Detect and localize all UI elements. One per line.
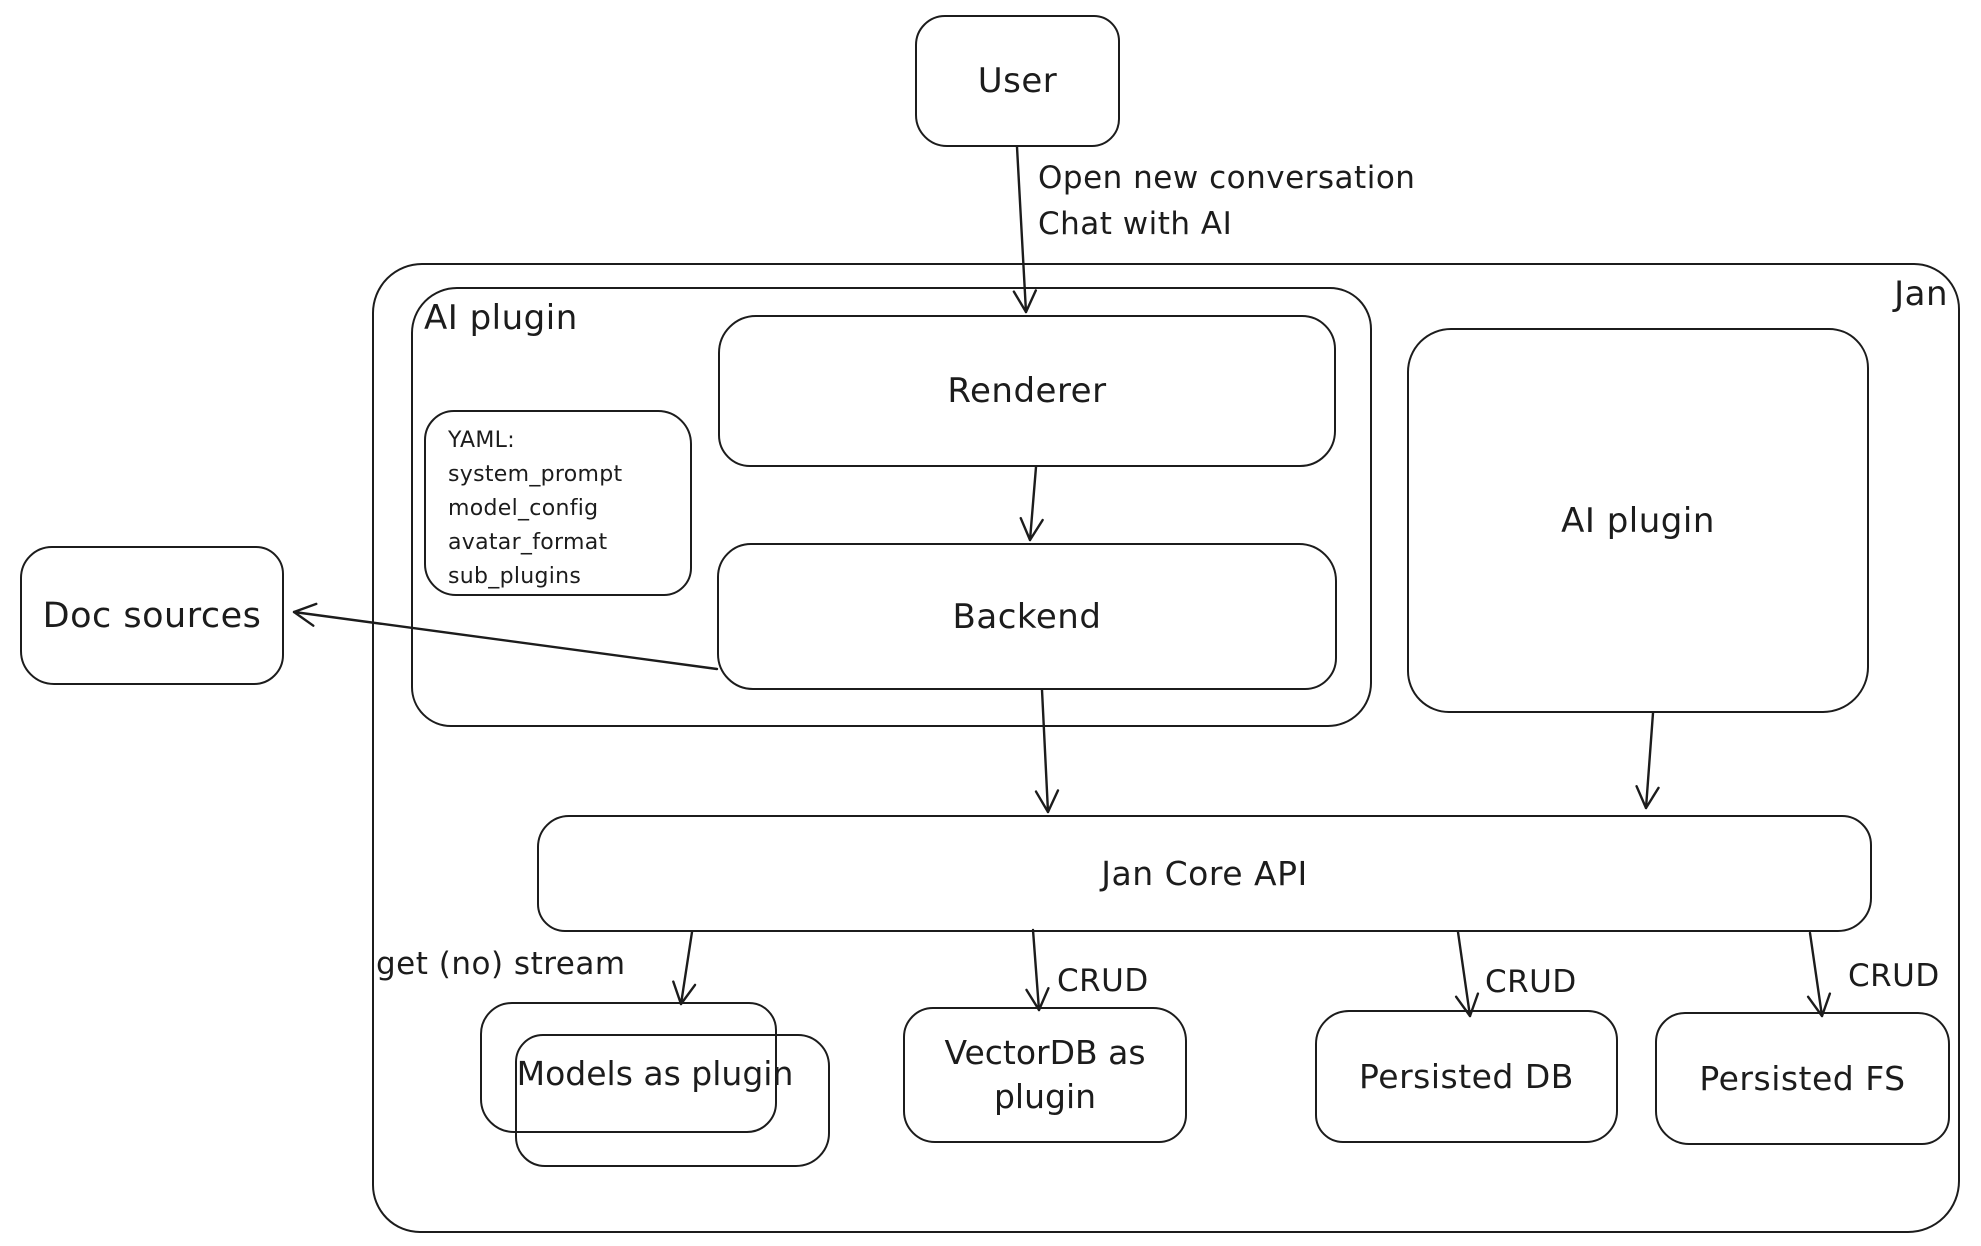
yaml-note-line: system_prompt <box>448 462 623 487</box>
backend-node-label: Backend <box>952 596 1102 637</box>
jan-container-label: Jan <box>1894 274 1948 314</box>
yaml-note-title: YAML: <box>448 428 515 453</box>
persisted-db-node: Persisted DB <box>1315 1010 1618 1143</box>
yaml-note-line: sub_plugins <box>448 564 582 589</box>
ai-plugin-container-box <box>411 287 1372 727</box>
doc-sources-node-label: Doc sources <box>42 595 262 636</box>
jan-core-api-node: Jan Core API <box>537 815 1872 932</box>
ai-plugin-right-node-label: AI plugin <box>1561 500 1715 541</box>
jan-core-api-node-label: Jan Core API <box>1101 854 1308 893</box>
crud-persisted-fs-label: CRUD <box>1848 958 1940 994</box>
persisted-db-node-label: Persisted DB <box>1359 1057 1574 1096</box>
get-no-stream-label: get (no) stream <box>376 946 626 982</box>
crud-persisted-db-label: CRUD <box>1485 964 1577 1000</box>
models-as-plugin-label: Models as plugin <box>516 1054 794 1093</box>
yaml-note-box: YAML: system_prompt model_config avatar_… <box>424 410 692 596</box>
ai-plugin-right-node: AI plugin <box>1407 328 1869 713</box>
user-node: User <box>915 15 1120 147</box>
doc-sources-node: Doc sources <box>20 546 284 685</box>
persisted-fs-node-label: Persisted FS <box>1699 1059 1906 1098</box>
models-as-plugin-outer-box <box>480 1002 777 1133</box>
vectordb-node-label: VectorDB as plugin <box>944 1033 1146 1116</box>
renderer-node: Renderer <box>718 315 1336 467</box>
open-conversation-label-line2: Chat with AI <box>1038 206 1233 242</box>
backend-node: Backend <box>717 543 1337 690</box>
crud-vectordb-label: CRUD <box>1057 963 1149 999</box>
renderer-node-label: Renderer <box>947 371 1107 411</box>
open-conversation-label-line1: Open new conversation <box>1038 160 1416 196</box>
jan-container-box <box>372 263 1960 1233</box>
models-as-plugin-inner-box <box>515 1034 830 1167</box>
open-conversation-label: Open new conversation Chat with AI <box>1038 155 1415 247</box>
persisted-fs-node: Persisted FS <box>1655 1012 1950 1145</box>
user-node-label: User <box>977 61 1058 101</box>
ai-plugin-container-label: AI plugin <box>424 298 578 338</box>
vectordb-node: VectorDB as plugin <box>903 1007 1187 1143</box>
yaml-note-line: avatar_format <box>448 530 608 555</box>
yaml-note-line: model_config <box>448 496 599 521</box>
